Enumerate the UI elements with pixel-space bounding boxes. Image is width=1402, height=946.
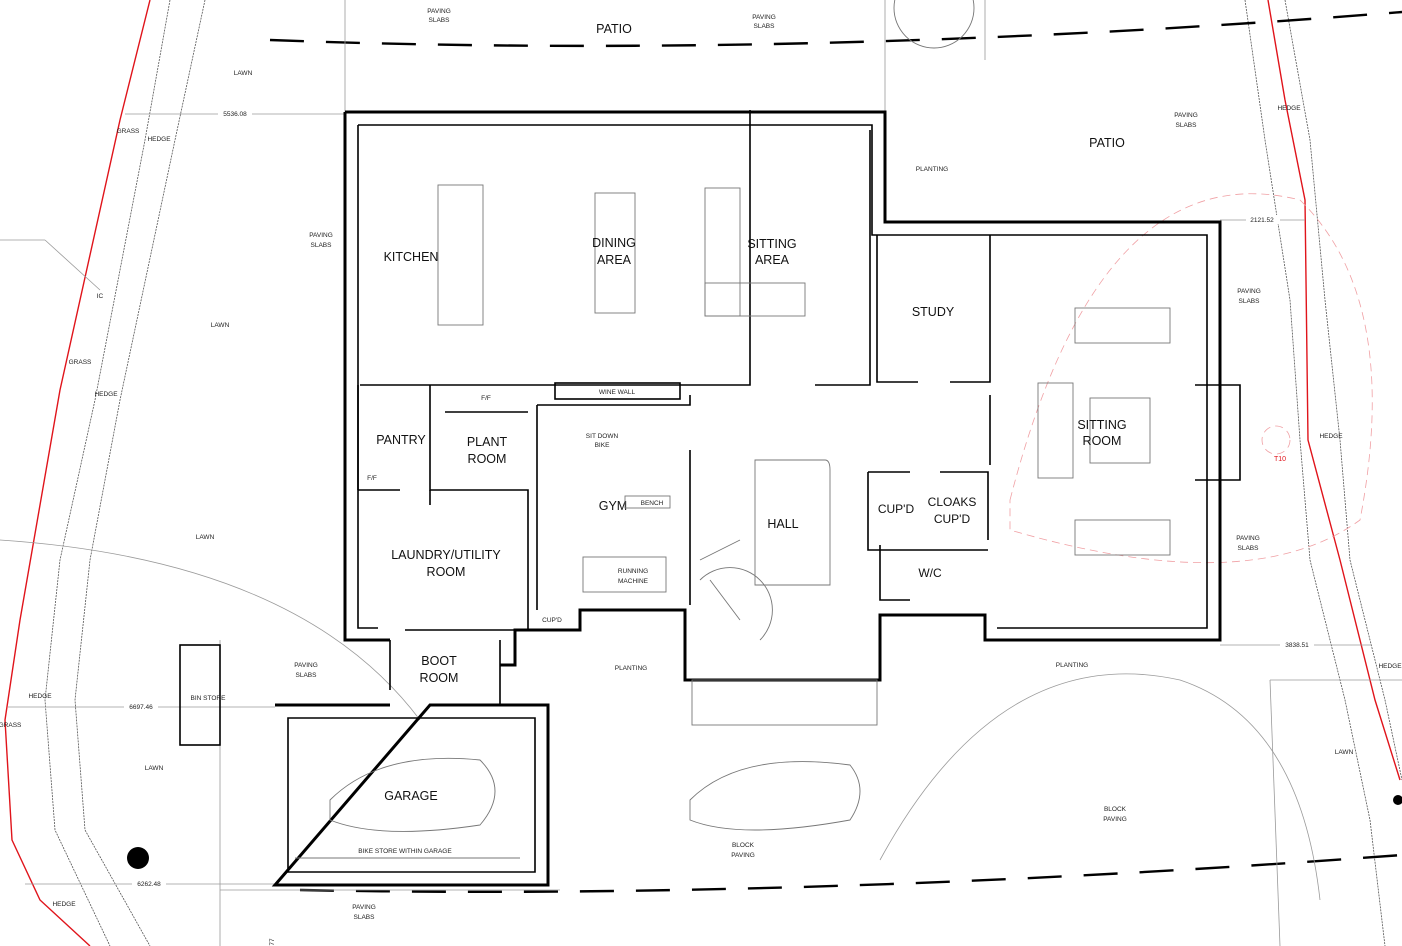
block-label: BLOCK — [1104, 806, 1127, 813]
room-cupd: CUP'D — [878, 502, 915, 516]
site-labels: PAVING SLABS PAVING SLABS PAVING SLABS P… — [0, 8, 1402, 921]
slabs-label: SLABS — [429, 17, 451, 24]
paving-label: PAVING — [294, 662, 318, 669]
block-label: BLOCK — [732, 842, 755, 849]
paving-edge-bottom — [299, 853, 1402, 894]
patio-right: PATIO — [1089, 136, 1125, 150]
lawn-label: LAWN — [145, 765, 164, 772]
ff-label-2: F/F — [367, 475, 377, 482]
hedge-label: HEDGE — [94, 391, 118, 398]
sit-down-bike: SIT DOWN — [586, 433, 619, 440]
tree-marker — [127, 847, 149, 869]
lawn-label: LAWN — [1335, 749, 1354, 756]
grass-label: GRASS — [0, 722, 22, 729]
paving-label: PAVING — [752, 14, 776, 21]
dimensions: 5536.08 2121.52 3838.51 6697.46 6262.48 … — [124, 109, 1314, 946]
wine-wall: WINE WALL — [599, 389, 636, 396]
planting-label: PLANTING — [1056, 662, 1089, 669]
fixture-labels: WINE WALL F/F F/F SIT DOWN BIKE BENCH RU… — [191, 382, 681, 859]
dimension-label: 6697.46 — [129, 704, 153, 711]
room-plant-2: ROOM — [468, 452, 507, 466]
dimension-label: 77 — [269, 938, 276, 946]
ff-label: F/F — [481, 395, 491, 402]
paving-label: PAVING — [1103, 816, 1127, 823]
room-boot-2: ROOM — [420, 671, 459, 685]
hedge-label: HEDGE — [52, 901, 76, 908]
paving-label: PAVING — [1237, 288, 1261, 295]
hedge-label: HEDGE — [28, 693, 52, 700]
paving-label: PAVING — [731, 852, 755, 859]
lawn-label: LAWN — [234, 70, 253, 77]
bike-store: BIKE STORE WITHIN GARAGE — [358, 848, 452, 855]
planting-label: PLANTING — [615, 665, 648, 672]
room-boot: BOOT — [421, 654, 457, 668]
room-study: STUDY — [912, 305, 955, 319]
running-machine: RUNNING — [618, 568, 648, 575]
room-laundry: LAUNDRY/UTILITY — [391, 548, 501, 562]
room-wc: W/C — [918, 566, 942, 580]
slabs-label: SLABS — [296, 672, 318, 679]
dimension-label: 6262.48 — [137, 881, 161, 888]
bin-store: BIN STORE — [191, 695, 227, 702]
room-sitting-room-2: ROOM — [1083, 434, 1122, 448]
ic-label: IC — [97, 293, 104, 300]
sit-down-bike-2: BIKE — [595, 442, 610, 449]
room-sitting-area-2: AREA — [755, 253, 790, 267]
grass-label: GRASS — [117, 128, 140, 135]
room-plant: PLANT — [467, 435, 508, 449]
room-pantry: PANTRY — [376, 433, 426, 447]
room-sitting-room: SITTING — [1077, 418, 1126, 432]
lawn-label: LAWN — [196, 534, 215, 541]
bench: BENCH — [641, 500, 664, 507]
room-dining: DINING — [592, 236, 636, 250]
hedge-label: HEDGE — [1319, 433, 1343, 440]
patio-edge-top — [269, 10, 1402, 48]
room-garage: GARAGE — [384, 789, 438, 803]
paving-label: PAVING — [427, 8, 451, 15]
paving-label: PAVING — [1174, 112, 1198, 119]
hedge-label: HEDGE — [1277, 105, 1301, 112]
slabs-label: SLABS — [1176, 122, 1198, 129]
dimension-label: 2121.52 — [1250, 217, 1274, 224]
room-gym: GYM — [599, 499, 627, 513]
slabs-label: SLABS — [1239, 298, 1261, 305]
tree-tag: T10 — [1274, 456, 1286, 463]
running-machine-2: MACHINE — [618, 578, 649, 585]
patio-top: PATIO — [596, 22, 632, 36]
room-cloaks-2: CUP'D — [934, 512, 971, 526]
grass-label: GRASS — [69, 359, 92, 366]
hedge-label: HEDGE — [147, 136, 171, 143]
paving-label: PAVING — [309, 232, 333, 239]
lawn-label: LAWN — [211, 322, 230, 329]
hedge-label: HEDGE — [1378, 663, 1402, 670]
room-sitting-area: SITTING — [747, 237, 796, 251]
dimension-label: 5536.08 — [223, 111, 247, 118]
slabs-label: SLABS — [1238, 545, 1260, 552]
slabs-label: SLABS — [311, 242, 333, 249]
house-walls — [179, 110, 1241, 887]
boundary-right — [1267, 0, 1401, 781]
paving-label: PAVING — [1236, 535, 1260, 542]
gym-cupd: CUP'D — [542, 617, 562, 624]
room-hall: HALL — [767, 517, 798, 531]
planting-label: PLANTING — [916, 166, 949, 173]
room-kitchen: KITCHEN — [384, 250, 439, 264]
dimension-label: 3838.51 — [1285, 642, 1309, 649]
room-cloaks: CLOAKS — [928, 495, 977, 509]
room-laundry-2: ROOM — [427, 565, 466, 579]
room-labels: KITCHEN DINING AREA SITTING AREA STUDY S… — [376, 22, 1126, 803]
slabs-label: SLABS — [754, 23, 776, 30]
slabs-label: SLABS — [354, 914, 376, 921]
paving-label: PAVING — [352, 904, 376, 911]
room-dining-2: AREA — [597, 253, 632, 267]
boundary-left — [4, 0, 151, 946]
